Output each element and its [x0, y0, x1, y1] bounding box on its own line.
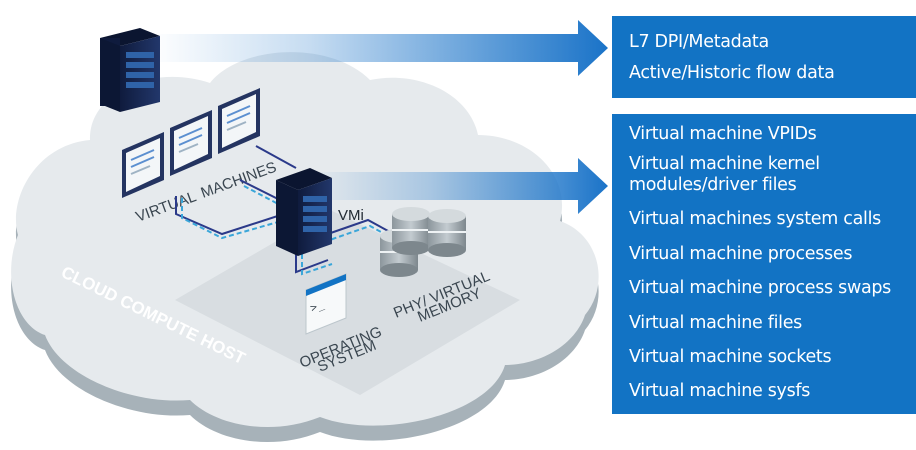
panel-item: Virtual machine kernel [629, 154, 820, 174]
flow-arrow-middle [310, 158, 608, 214]
panel-item: L7 DPI/Metadata [629, 32, 769, 52]
platform [175, 210, 520, 395]
monitor-icon [170, 110, 212, 176]
panel-item: Virtual machine VPIDs [629, 124, 817, 144]
disk-stack [392, 207, 430, 255]
vmi-label: VMi [338, 207, 364, 224]
monitor-icon [218, 88, 260, 154]
panel-item: Virtual machine sockets [629, 347, 832, 367]
disk-stack [428, 209, 466, 257]
panel-item: Active/Historic flow data [629, 63, 835, 83]
flow-arrow-top [150, 20, 608, 76]
monitor-icon [122, 132, 164, 198]
vmi-server-icon: VMi [276, 168, 364, 256]
panel-item: Virtual machines system calls [629, 209, 881, 229]
panel-item-cont: modules/driver files [629, 175, 797, 195]
network-data-panel: L7 DPI/Metadata Active/Historic flow dat… [612, 16, 916, 98]
vm-data-panel: Virtual machine VPIDs Virtual machine ke… [612, 114, 916, 414]
panel-item: Virtual machine process swaps [629, 278, 892, 298]
terminal-prompt: >_ [308, 298, 326, 315]
panel-item: Virtual machine sysfs [629, 381, 811, 401]
panel-item: Virtual machine processes [629, 244, 853, 264]
panel-item: Virtual machine files [629, 313, 802, 333]
network-server-icon [100, 28, 160, 112]
